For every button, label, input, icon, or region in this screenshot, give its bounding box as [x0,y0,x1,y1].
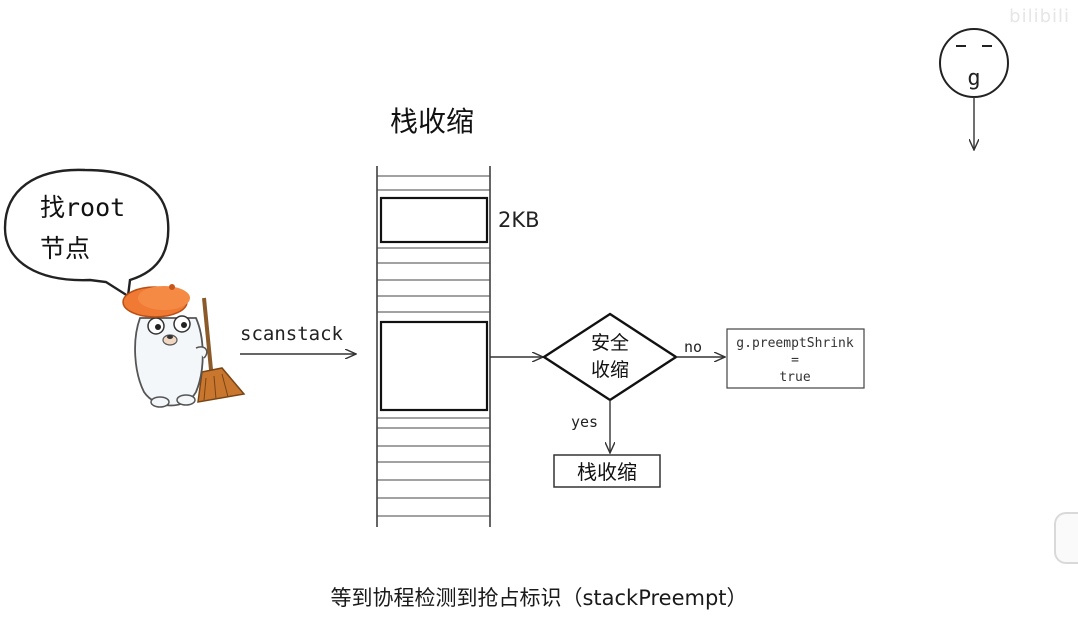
no-label: no [684,338,702,356]
gopher-mascot-icon [122,284,246,408]
speech-bubble-line1: 找root [40,193,125,222]
diagram-title: 栈收缩 [390,105,474,138]
shrink-action-box: 栈收缩 [553,454,661,488]
speech-bubble-line2: 节点 [40,234,90,263]
decision-line1: 安全 [591,332,629,354]
preempt-shrink-line2: = [791,353,799,368]
preempt-shrink-line1: g.preemptShrink [736,336,854,351]
speech-bubble: 找root 节点 [3,168,170,299]
bilibili-watermark: bilibili [1009,6,1070,27]
side-handle-icon[interactable] [1054,512,1078,564]
decision-line2: 收缩 [591,359,629,381]
stack-size-label: 2KB [498,208,540,232]
shrink-action-label: 栈收缩 [577,460,637,484]
yes-label: yes [571,413,598,431]
preempt-shrink-box: g.preemptShrink = true [726,328,865,389]
goroutine-label: g [967,66,980,91]
goroutine-g-icon: g [939,28,1009,98]
decision-safe-shrink: 安全 收缩 [541,312,679,402]
goroutine-stack [376,166,491,527]
stack-frame-small [379,196,489,244]
subtitle-caption: 等到协程检测到抢占标识（stackPreempt） [330,586,748,610]
preempt-shrink-line3: true [779,370,810,385]
scanstack-label: scanstack [240,323,344,345]
stack-frame-large [379,320,489,412]
